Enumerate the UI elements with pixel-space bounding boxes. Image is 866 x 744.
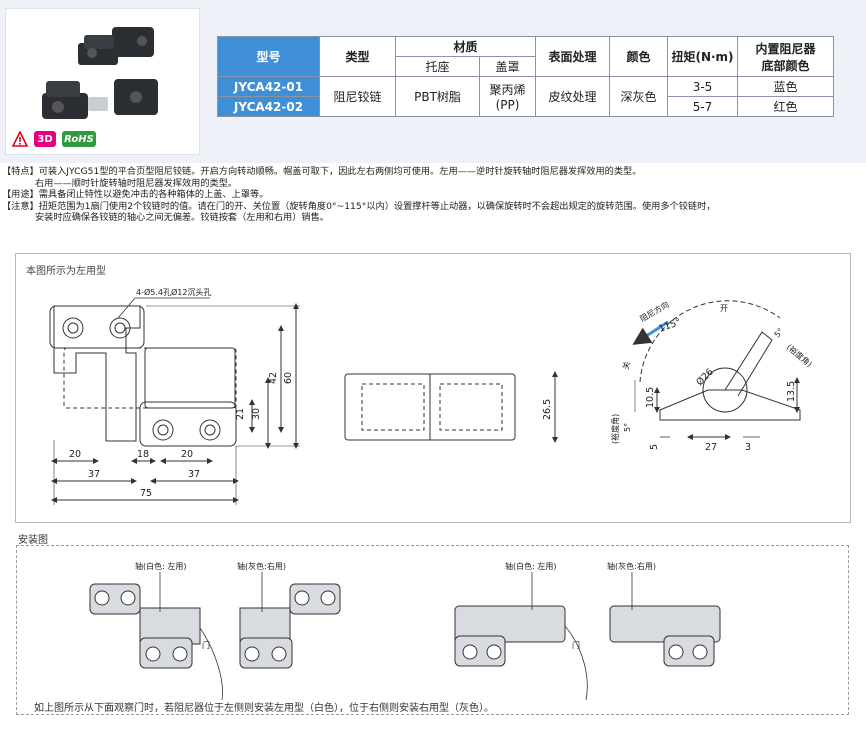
th-material: 材质 [395,36,536,57]
dim-21: 21 [235,408,246,420]
rot-27: 27 [705,442,717,453]
th-damper-color-l2: 底部颜色 [761,58,810,73]
label-door-2: 门 [572,640,580,650]
side-view-hidden-1 [361,383,425,431]
th-surface: 表面处理 [535,36,610,77]
th-damper-color-l1: 内置阻尼器 [755,41,816,56]
cell-cover-l2: (PP) [495,98,520,112]
note-caution-2: 安装时应确保各铰链的轴心之间无偏差。铰链按套（左用和右用）销售。 [35,212,329,224]
label-shaft-gray: 轴(灰色:右用) [237,561,286,571]
rot-arm [724,331,773,397]
dim-30: 30 [251,408,262,420]
cell-cover-l1: 聚丙烯 [489,83,526,97]
th-model: 型号 [217,36,320,77]
cell-model-2: JYCA42-02 [217,96,320,117]
cell-base: PBT树脂 [395,76,480,117]
door-curve-a [199,627,223,701]
hole-outer-2 [109,317,131,339]
label-shaft-white-2: 轴(白色: 左用) [505,561,556,571]
damping-direction-arrow [632,320,669,345]
rot-5a: 5° [773,327,786,340]
hole-inner-4 [204,424,216,436]
front-bracket-upper [53,305,141,442]
rot-5b-note: (裕度角) [610,414,620,444]
front-body [144,347,236,409]
rot-13-5: 13.5 [786,381,797,402]
cell-surface: 皮纹处理 [535,76,610,117]
dim-42: 42 [268,372,279,384]
hole-leader [117,297,210,319]
install-title: 安装图 [18,535,48,546]
note-feature: 【特点】可装入JYCG51型的平合页型阻尼铰链。开启方向转动顺畅。帽盖可取下，因… [2,166,642,177]
th-type: 类型 [319,36,396,77]
side-view-hidden-2 [439,383,503,431]
rot-close: 关 [620,360,632,370]
cell-type: 阻尼铰链 [319,76,396,117]
front-body-hidden [63,347,237,409]
hole-inner-3 [157,424,169,436]
dim-18: 18 [137,449,149,460]
notes-block: 【特点】可装入JYCG51型的平合页型阻尼铰链。开启方向转动顺畅。帽盖可取下，因… [2,166,864,224]
install-b-body-left [454,605,566,643]
th-torque: 扭矩(N·m) [667,36,738,77]
warning-icon [12,131,28,147]
rot-5b: 5° [623,423,632,432]
badge-3d: 3D [34,131,56,147]
cell-torque-2: 5-7 [667,96,738,117]
hole-outer-4 [199,419,221,441]
hole-inner-2 [114,322,126,334]
product-header: 3D RoHS 型号 类型 材质 表面处理 颜色 扭矩(N·m) 内置阻尼器 底… [0,0,866,163]
product-photo [5,8,200,155]
note-feature-2: 右用——顺时针旋转轴时阻尼器发挥效用的类型。 [35,177,238,189]
dim-26-5: 26.5 [542,399,553,420]
badge-rohs: RoHS [62,131,96,147]
rot-arc [639,300,781,383]
hole-inner-1 [67,322,79,334]
dim-20a: 20 [69,449,81,460]
dim-20b: 20 [181,449,193,460]
th-damper-color: 内置阻尼器 底部颜色 [737,36,834,77]
rot-3: 3 [745,442,751,453]
rot-10-5: 10.5 [645,387,656,408]
note-usage: 【用途】需具备闭止特性以避免冲击的各种箱体的上盖、上罩等。 [2,189,269,201]
install-caption: 如上图所示从下面观察门时，若阻尼器位于左侧则安装左用型（白色），位于右侧则安装右… [34,703,494,714]
hinge-photo-image [42,27,158,119]
dim-37b: 37 [188,469,200,480]
rot-open: 开 [720,304,728,313]
hole-note: 4-Ø5.4孔Ø12沉头孔 [136,287,211,297]
label-shaft-gray-2: 轴(灰色:右用) [607,561,656,571]
dim-60: 60 [283,372,294,384]
install-box [16,545,849,715]
cell-damper-1: 蓝色 [737,76,834,97]
rot-knuckle [702,367,748,413]
th-material-cover: 盖罩 [479,56,536,77]
spec-table: 型号 类型 材质 表面处理 颜色 扭矩(N·m) 内置阻尼器 底部颜色 托座 盖… [217,36,834,117]
cell-damper-2: 红色 [737,96,834,117]
badge-row: 3D RoHS [12,131,96,147]
note-caution: 【注意】扭矩范围为1扇门使用2个铰链时的值。请在门的开、关位置（旋转角度0°~1… [2,200,716,212]
th-material-base: 托座 [395,56,480,77]
hole-outer-3 [152,419,174,441]
rot-5: 5 [649,444,660,450]
front-plate-bottom [139,401,237,447]
door-curve-b [564,625,588,701]
dim-75: 75 [140,488,152,499]
hole-outer-1 [62,317,84,339]
cell-color: 深灰色 [609,76,668,117]
rot-base [659,389,801,421]
dim-37a: 37 [88,469,100,480]
drawing-title: 本图所示为左用型 [26,266,106,277]
label-shaft-white: 轴(白色: 左用) [135,561,186,571]
label-door: 门 [202,640,210,650]
